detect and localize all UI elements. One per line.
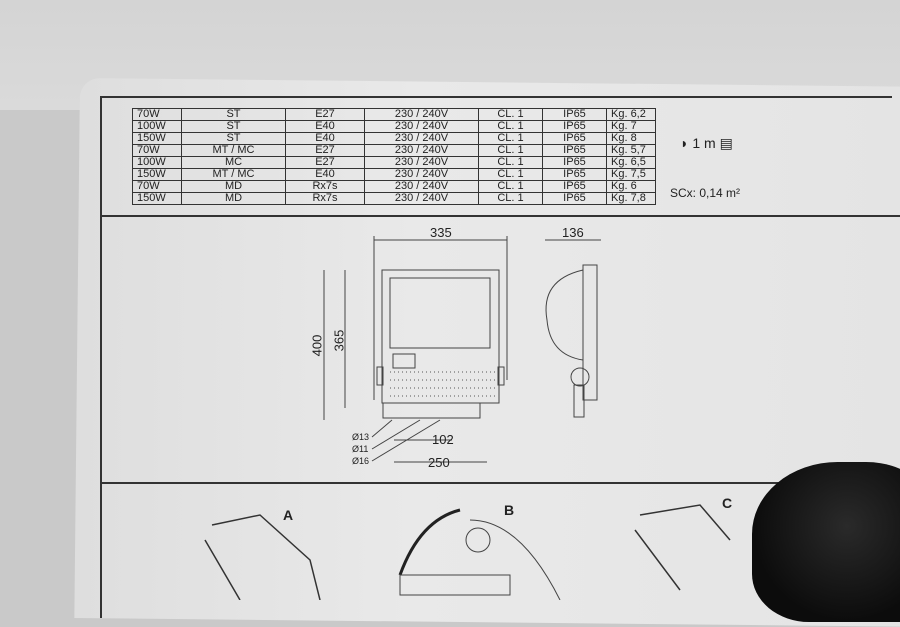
surface-hatch-icon: ▤ [719,135,733,151]
step-b-label: B [504,502,515,518]
dim-width: 335 [430,225,452,240]
divider [100,215,900,217]
gloved-hand [752,462,900,622]
scx-value: SCx: 0,14 m² [670,186,741,200]
dim-height-inner: 365 [331,329,347,352]
front-view-glass [389,277,491,349]
distance-symbol: ◗ 1 m ▤ [680,135,733,151]
table-cell: Kg. 7,8 [606,192,656,205]
step-a-label: A [283,507,294,523]
hole-11: Ø11 [352,444,369,454]
front-view-body [381,269,500,404]
label-plate [392,353,416,369]
table-cell: IP65 [542,192,607,205]
divider [100,482,900,484]
hole-13: Ø13 [352,432,370,442]
step-c-label: C [722,495,733,511]
dim-height: 400 [309,334,325,357]
hole-16: Ø16 [352,456,370,466]
lamp-icon: ◗ [680,135,689,151]
dim-spacing-small: 102 [432,432,454,447]
table-cell: MD [181,192,286,205]
table-cell: CL. 1 [478,192,543,205]
technical-drawing [204,236,731,600]
dim-spacing-large: 250 [428,455,450,470]
sheet-frame [100,96,892,618]
table-cell: Rx7s [285,192,365,205]
dim-depth: 136 [562,225,584,240]
